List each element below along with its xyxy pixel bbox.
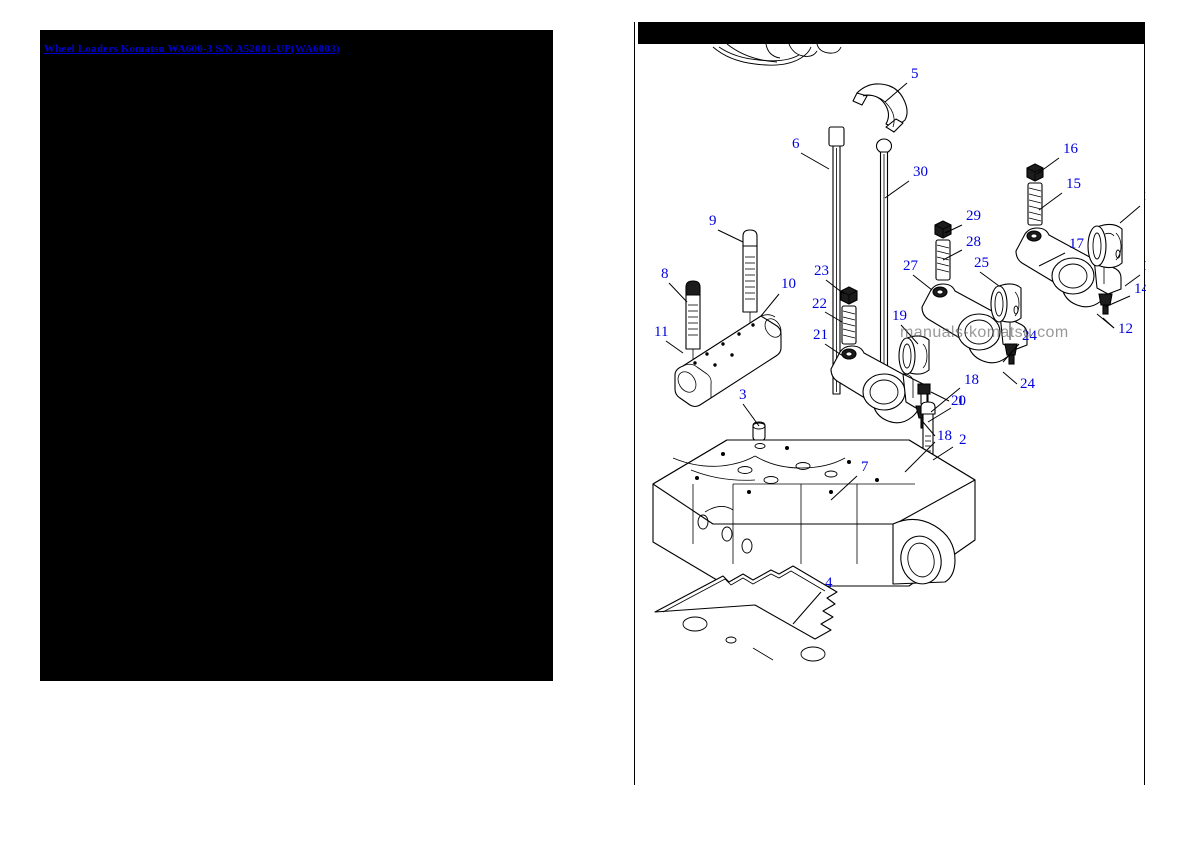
part-15-spring [1027,182,1043,226]
part-22-spring [841,305,857,345]
callout-label-28: 28 [966,234,981,250]
catalog-title-link[interactable]: Wheel Loaders Komatsu WA600-3 S/N A52001… [44,43,340,55]
part-27-rocker-arm [921,283,1028,364]
callout-label-1: 1 [957,393,965,409]
callout-label-25: 25 [974,255,989,271]
callout-label-18b: 18 [937,428,952,444]
callout-label-13: 13 [1144,188,1146,204]
callout-label-4: 4 [825,575,833,591]
exploded-parts-drawing: 1 2 3 4 5 6 7 8 9 10 11 12 12 13 14 15 1… [652,43,1146,662]
callout-label-2: 2 [959,432,967,448]
image-placeholder-panel: Wheel Loaders Komatsu WA600-3 S/N A52001… [40,30,553,681]
callout-label-5: 5 [911,66,919,82]
callout-label-6: 6 [792,136,800,152]
callout-labels: 1 2 3 4 5 6 7 8 9 10 11 12 12 13 14 15 1… [654,66,1146,591]
part-5-shape [852,83,908,133]
callout-label-21: 21 [813,327,828,343]
part-23-nut [840,286,858,305]
callout-label-24b: 24 [1020,376,1036,392]
callout-label-20: 20 [951,393,966,409]
callout-label-9: 9 [709,213,717,229]
part-24-adjuster-middle [1004,343,1018,365]
sheet-header-bar [638,22,1144,44]
part-9-shape [742,229,758,358]
callout-label-27: 27 [903,258,919,274]
callout-label-16: 16 [1063,141,1079,157]
parts-diagram-panel: 1 2 3 4 5 6 7 8 9 10 11 12 12 13 14 15 1… [634,22,1146,785]
callout-label-17: 17 [1069,236,1085,252]
callout-label-11: 11 [654,324,668,340]
callout-label-23: 23 [814,263,829,279]
callout-label-7: 7 [861,459,869,475]
callout-leaders [665,82,1141,625]
callout-label-10: 10 [781,276,796,292]
part-19-bushing [898,335,930,375]
part-14-adjuster [1098,293,1113,315]
callout-label-22: 22 [812,296,827,312]
callout-label-12: 12 [1118,321,1133,337]
callout-label-8: 8 [661,266,669,282]
callout-label-18: 18 [964,372,979,388]
callout-label-3: 3 [739,387,747,403]
part-25-bushing [990,283,1022,323]
callout-label-12b: 12 [1143,258,1146,274]
part-16-nut [1026,163,1044,182]
part-13-bushing [1087,223,1123,269]
part-30-shape [875,138,893,397]
part-4-gasket [654,565,838,662]
callout-label-24: 24 [1022,328,1038,344]
part-10-11-shaft [674,314,782,408]
callout-label-14: 14 [1134,281,1146,297]
part-17-rocker-arm [1015,227,1122,308]
part-7-cylinder-head [652,439,976,587]
clipped-drawing-remnant [712,43,842,66]
part-8-shape [685,280,701,366]
callout-label-19: 19 [892,308,907,324]
part-6-shape [828,126,845,395]
callout-label-15: 15 [1066,176,1081,192]
part-29-nut [934,220,952,239]
callout-label-29: 29 [966,208,981,224]
callout-label-30: 30 [913,164,928,180]
